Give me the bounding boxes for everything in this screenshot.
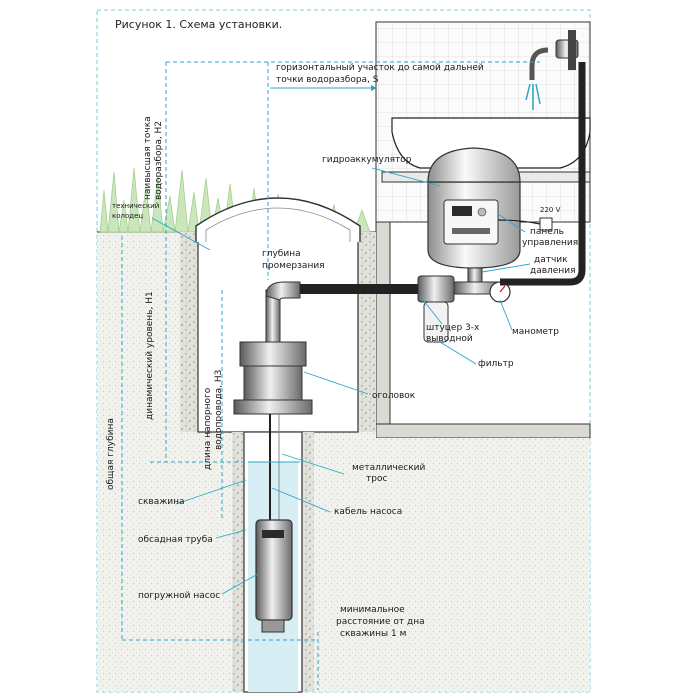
leader-tech-well xyxy=(151,217,211,251)
filter-bowl xyxy=(423,301,449,343)
accumulator-tank-top xyxy=(427,147,521,183)
control-panel-button xyxy=(477,207,487,217)
label-wellhead: оголовок xyxy=(372,391,416,401)
faucet-handle xyxy=(568,30,576,70)
label-highest-1: наивысшая точка xyxy=(143,116,153,200)
leader-rope xyxy=(281,453,345,475)
supply-pipe xyxy=(500,62,586,286)
label-horizontal-1: горизонтальный участок до самой дальней xyxy=(276,63,484,73)
pump-label xyxy=(262,530,284,538)
dimension-lines xyxy=(121,61,540,690)
pressure-sensor xyxy=(467,267,483,283)
label-fitting-1: штуцер 3-х xyxy=(426,323,480,333)
label-pipe-length-1: длина напорного xyxy=(203,387,213,470)
leader-lines xyxy=(151,167,531,595)
label-panel-1: панель xyxy=(530,227,564,237)
label-sensor-1: датчик xyxy=(534,255,568,265)
leader-pump xyxy=(221,573,259,595)
leader-well xyxy=(175,479,247,505)
label-pump-cable: кабель насоса xyxy=(334,507,402,517)
label-fitting-2: выводной xyxy=(426,334,473,344)
water-stream xyxy=(525,83,541,110)
basement-floor xyxy=(375,423,591,439)
power-cord xyxy=(497,219,541,225)
label-panel-2: управления xyxy=(522,238,578,248)
label-total-depth: общая глубина xyxy=(106,418,116,490)
leader-panel xyxy=(497,213,526,233)
label-sensor-2: давления xyxy=(530,266,575,276)
wellhead-body xyxy=(243,365,303,401)
label-tech-well-2: колодец xyxy=(112,212,143,220)
leader-wellhead xyxy=(303,371,369,395)
filter-head xyxy=(417,275,455,303)
control-panel-display xyxy=(452,206,472,216)
leader-cable xyxy=(271,487,331,513)
control-panel-brand xyxy=(452,228,490,234)
label-tech-well-1: технический xyxy=(112,202,159,210)
label-dynamic-level: динамический уровень, H1 xyxy=(145,291,155,420)
label-horizontal-2: точки водоразбора, S xyxy=(276,75,379,85)
pressure-pipe xyxy=(300,284,418,294)
well-dome-cover xyxy=(195,197,361,242)
label-accumulator: гидроаккумулятор xyxy=(322,155,412,165)
label-submersible: погружной насос xyxy=(138,591,220,601)
label-casing: обсадная труба xyxy=(138,535,213,545)
label-voltage: 220 V xyxy=(540,206,561,214)
label-rope-1: металлический xyxy=(352,463,426,473)
manometer-needle xyxy=(499,285,506,293)
label-rope-2: трос xyxy=(366,474,387,484)
label-well: скважина xyxy=(138,497,185,507)
label-filter: фильтр xyxy=(478,359,514,369)
leader-accumulator xyxy=(371,167,441,187)
label-min-dist-2: расстояние от дна xyxy=(336,617,425,627)
label-freeze-1: глубина xyxy=(262,249,301,259)
leader-manometer xyxy=(499,299,513,331)
wellhead-cap xyxy=(239,341,307,367)
wellhead-flange xyxy=(233,399,313,415)
basement-wall-left xyxy=(375,221,391,437)
leader-fitting xyxy=(419,295,443,325)
leader-filter xyxy=(439,341,477,365)
pump-motor-end xyxy=(261,619,285,633)
label-manometer: манометр xyxy=(512,327,559,337)
leader-sensor xyxy=(481,263,531,273)
label-min-dist-3: скважины 1 м xyxy=(340,629,406,639)
label-freeze-2: промерзания xyxy=(262,261,325,271)
label-highest-2: водоразбора, H2 xyxy=(154,121,164,200)
well-dome-inner xyxy=(205,207,351,242)
leader-casing xyxy=(215,529,247,539)
ground-soil-right xyxy=(376,438,590,692)
label-min-dist-1: минимальное xyxy=(340,605,405,615)
pipe-elbow xyxy=(265,281,301,301)
label-pipe-length-2: водопровода, H3 xyxy=(214,370,224,450)
figure-title: Рисунок 1. Схема установки. xyxy=(115,18,282,31)
faucet-spout xyxy=(529,47,549,80)
